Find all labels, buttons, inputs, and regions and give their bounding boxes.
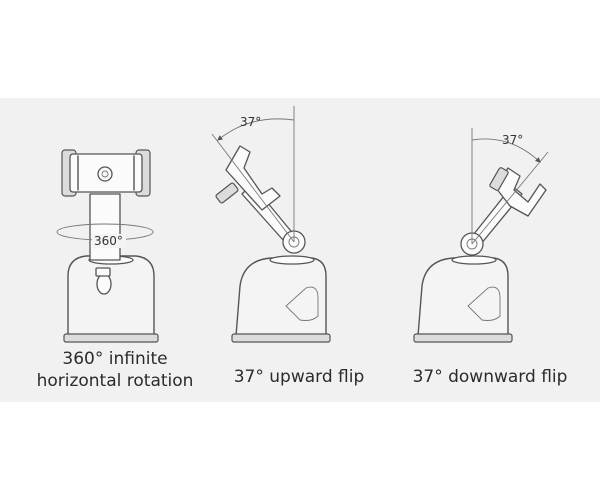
upward-caption-line: 37° upward flip — [233, 367, 365, 387]
upward-angle-label: 37° — [240, 115, 261, 129]
upward-mount: 37° — [211, 106, 331, 343]
rotation-caption: 360° infinite horizontal rotation — [20, 348, 210, 392]
downward-mount: 37° — [413, 128, 549, 343]
upward-caption: 37° upward flip — [214, 366, 384, 388]
downward-caption: 37° downward flip — [390, 366, 590, 388]
illustration: 37° 37° 360° — [56, 106, 549, 343]
rotation-angle-label: 360° — [94, 234, 123, 248]
rotation-label-bg — [92, 234, 126, 248]
rotation-mount — [56, 149, 159, 343]
downward-caption-line: 37° downward flip — [412, 367, 568, 387]
downward-angle-label: 37° — [502, 133, 523, 147]
rotation-caption-line-1: 360° infinite — [62, 349, 168, 369]
rotation-caption-line-2: horizontal rotation — [36, 371, 194, 391]
